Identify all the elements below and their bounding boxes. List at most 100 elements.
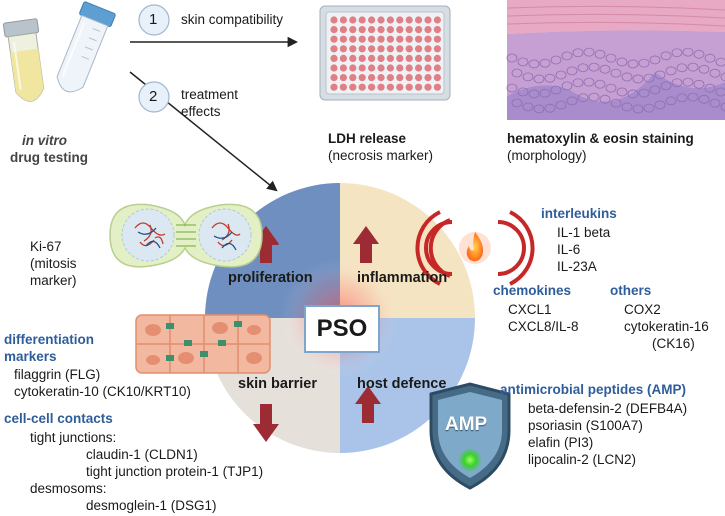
well [405,26,413,34]
tissue-cell [522,102,534,112]
tissue-cell [599,64,611,74]
tissue-cell [544,73,556,83]
step2-number: 2 [149,88,158,105]
well [358,64,366,72]
well [405,83,413,91]
differentiation-title-line2: markers [4,349,57,364]
well [349,16,357,24]
tissue-cell [588,62,600,72]
tissue-cell [517,57,529,67]
test-tubes-icon [2,1,116,102]
well [396,64,404,72]
well [433,35,441,43]
tissue-cell [605,53,617,63]
step2-label-line2: effects [181,104,221,119]
well [339,16,347,24]
tissue-cell [676,93,688,103]
well [330,83,338,91]
quadrant-label-skin-barrier: skin barrier [238,376,317,392]
well [358,26,366,34]
well [377,64,385,72]
well [349,83,357,91]
well [377,54,385,63]
well [358,74,366,82]
tissue-cell [693,49,705,59]
interleukins-title: interleukins [541,206,617,221]
well [368,45,376,53]
well [339,54,347,63]
tissue-cell [665,96,677,106]
interleukin-item: IL-1 beta [557,225,611,240]
tissue-cell [550,85,562,95]
well [377,26,385,34]
tissue-cell [506,83,518,93]
well [330,26,338,34]
he-subtitle: (morphology) [507,148,587,163]
well [415,35,423,43]
quadrant-label-host-defence: host defence [357,376,447,392]
interleukin-item: IL-6 [557,242,581,257]
tissue-cell [594,49,606,59]
ki67-line2: (mitosis [30,256,77,271]
well [386,45,394,53]
well [330,35,338,43]
amp-title: antimicrobial peptides (AMP) [500,382,687,397]
quadrant-label-proliferation: proliferation [228,270,313,286]
well [424,26,432,34]
tissue-cell [561,51,573,61]
well [330,54,338,63]
well [424,16,432,24]
epithelial-cells-icon [135,314,271,374]
well [396,45,404,53]
tissue-cell [643,73,655,83]
amp-item: psoriasin (S100A7) [528,418,643,433]
well [358,83,366,91]
well [386,64,394,72]
tissue-cell [594,79,606,89]
step2-circle [138,81,170,113]
tissue-cell [561,81,573,91]
well [424,45,432,53]
amp-shield-icon [429,382,511,490]
well [349,74,357,82]
tissue-cell [577,93,589,103]
ldh-subtitle: (necrosis marker) [328,148,434,163]
well [330,74,338,82]
amp-shield-label: AMP [445,414,488,435]
tissue-cell [599,94,611,104]
tissue-cell [676,63,688,73]
tight-junctions-label: tight junctions: [30,430,117,445]
well [415,16,423,24]
tissue-cell [539,88,551,98]
well [377,16,385,24]
well [396,74,404,82]
well [424,35,432,43]
well [415,54,423,63]
tissue-cell [528,59,540,69]
tissue-cell [627,59,639,69]
tissue-cell [572,78,584,88]
chemokine-item: CXCL1 [508,302,552,317]
tissue-cell [539,58,551,68]
well [424,74,432,82]
tissue-cell [511,68,523,78]
well [330,64,338,72]
tissue-cell [682,77,694,87]
tissue-cell [517,87,529,97]
well [339,64,347,72]
tissue-cell [649,55,661,65]
step1-label: skin compatibility [181,12,284,27]
tissue-cell [693,79,705,89]
well [396,16,404,24]
well [349,26,357,34]
tissue-cell [660,51,672,61]
tissue-cell [550,55,562,65]
tissue-cell [555,100,567,110]
well [349,35,357,43]
step1-number: 1 [149,11,158,28]
others-item: cytokeratin-16 [624,319,709,334]
tissue-cell [533,74,545,84]
amp-item: beta-defensin-2 (DEFB4A) [528,401,688,416]
tissue-cell [638,58,650,68]
tubes-caption-italic: in vitro [22,133,68,148]
